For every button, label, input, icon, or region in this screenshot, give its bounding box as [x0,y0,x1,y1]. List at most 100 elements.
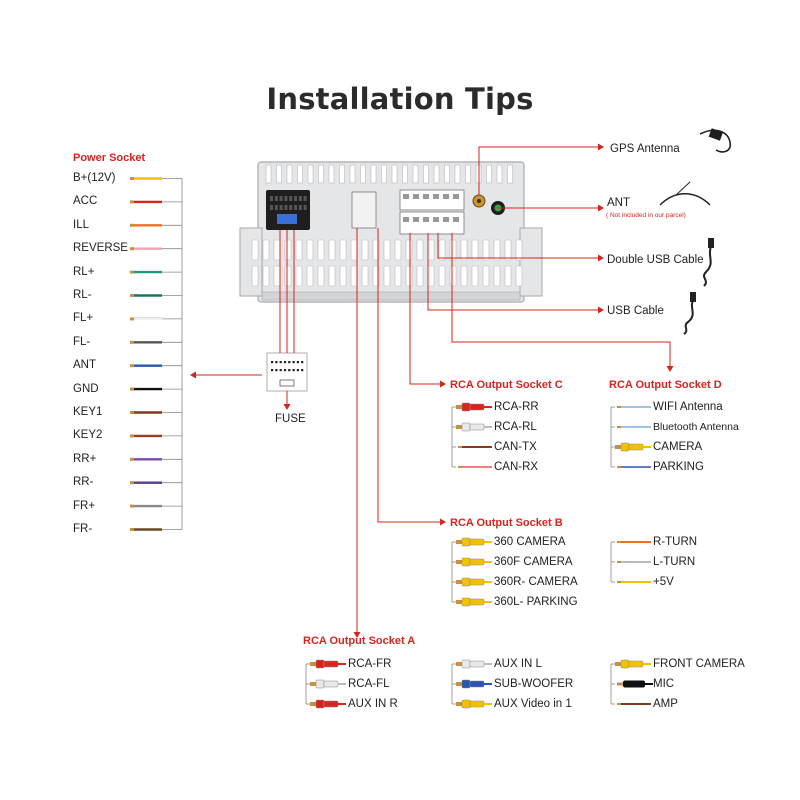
fuse-pin [283,369,287,372]
power-wire-label: FL- [73,335,91,348]
wire-terminal [130,200,134,204]
connector-pin [303,205,307,210]
fuse-pin [271,369,274,372]
gps-jack-center [477,199,481,203]
top-vent-slot [349,164,356,184]
socket-pin [443,194,449,199]
vent-slot [449,239,457,261]
vent-slot [405,239,413,261]
socket-a-col1-item-label: RCA-FR [348,658,392,670]
top-vent-slot [318,164,324,184]
socket-b-item-1-tip [456,560,462,564]
vent-slot [416,239,424,261]
gps-antenna-head [708,128,724,141]
socket-a-col1-item-1-plug [315,679,325,689]
double-usb-arrowhead [598,254,604,262]
power-wire-label: RL- [73,289,92,301]
wire-terminal [130,270,134,274]
wire-terminal [130,364,134,368]
vent-slot [273,239,281,261]
socket-a-col3-item-0-body [628,660,644,668]
socket-a-col1-item-label: RCA-FL [348,678,390,690]
vent-slot [350,265,358,287]
fuse-element [279,379,295,387]
power-wire-label: RL+ [73,265,95,278]
power-wire-label: ACC [73,195,98,208]
vent-slot [262,239,270,261]
socket-a-col3-item-label: MIC [653,678,675,690]
socket-block-lower [399,211,465,235]
socket-c-item-1-plug [461,422,471,432]
mount-bracket-right [519,227,543,297]
vent-slot [251,265,259,287]
vent-slot [251,239,259,261]
connector-pin [298,196,302,201]
socket-a-col3-item-label: FRONT CAMERA [653,658,745,670]
socket-d-item-3-tip [617,466,621,468]
top-vent-slot [307,164,314,184]
fm-antenna-rod [675,181,691,196]
gps-antenna-label: GPS Antenna [610,143,680,155]
fuse-pin [301,361,304,364]
double-usb-leader-line [437,233,598,259]
socket-b-right-item-1-tip [617,561,621,563]
fuse-pin [279,369,282,372]
socket-a-col3-item-0-plug [620,659,630,669]
socket-a-col2-item-label: AUX Video in 1 [494,698,572,710]
socket-d-item-0-tip [617,406,621,408]
vent-slot [328,265,336,287]
socket-c-item-label: CAN-RX [494,461,539,473]
socket-b-item-2-body [469,578,485,586]
aux-connector [351,191,377,229]
vent-slot [394,265,402,287]
vent-slot [460,239,468,261]
connector-pin [289,196,293,201]
power-socket-heading: Power Socket [73,152,146,164]
mount-bracket-left [239,227,263,297]
connector-pin [279,205,283,210]
connector-pin [274,205,278,210]
vent-slot [306,265,314,287]
fuse-pin [271,361,274,364]
socket-b-item-label: 360L- PARKING [494,596,578,608]
socket-b-item-0-tip [456,540,462,544]
wire-terminal [130,528,134,531]
socket-a-col2-item-label: AUX IN L [494,658,542,670]
socket-b-item-3-plug [461,597,471,607]
socket-a-col3-item-1-plug [623,680,645,688]
top-vent-slot [286,164,293,184]
power-socket-arrowhead [190,371,196,379]
usb-plug [708,238,714,248]
vent-slot [284,265,292,287]
ant-label: ANT [607,197,630,209]
fm-antenna-icon [659,193,711,206]
power-wire-label: KEY2 [73,429,103,442]
top-vent-slot [360,164,366,184]
connector-pin [284,205,288,210]
socket-a-col1-item-0-plug [315,659,325,669]
fuse-pin [275,369,278,372]
vent-slot [339,239,347,261]
top-vent-slot [339,164,345,184]
socket-pin [403,194,409,199]
socket-b-leader-line [377,228,440,523]
top-vent-slot [297,164,303,184]
socket-d-item-2-tip [615,445,621,449]
top-vent-slot [486,164,492,184]
power-connector-blue-key [277,214,297,224]
socket-pin [413,217,419,222]
top-vent-slot [265,164,272,184]
usb-arrowhead [598,306,604,314]
top-vent-slot [412,164,419,184]
connector-pin [270,205,273,210]
bottom-rail [261,291,521,301]
vent-slot [317,239,325,261]
socket-pin [443,217,449,222]
socket-c-leader-line [409,233,440,385]
fuse-pin [296,369,299,372]
socket-d-heading: RCA Output Socket D [609,379,722,391]
socket-b-item-1-plug [461,557,471,567]
power-wire-label: FR- [73,523,93,535]
